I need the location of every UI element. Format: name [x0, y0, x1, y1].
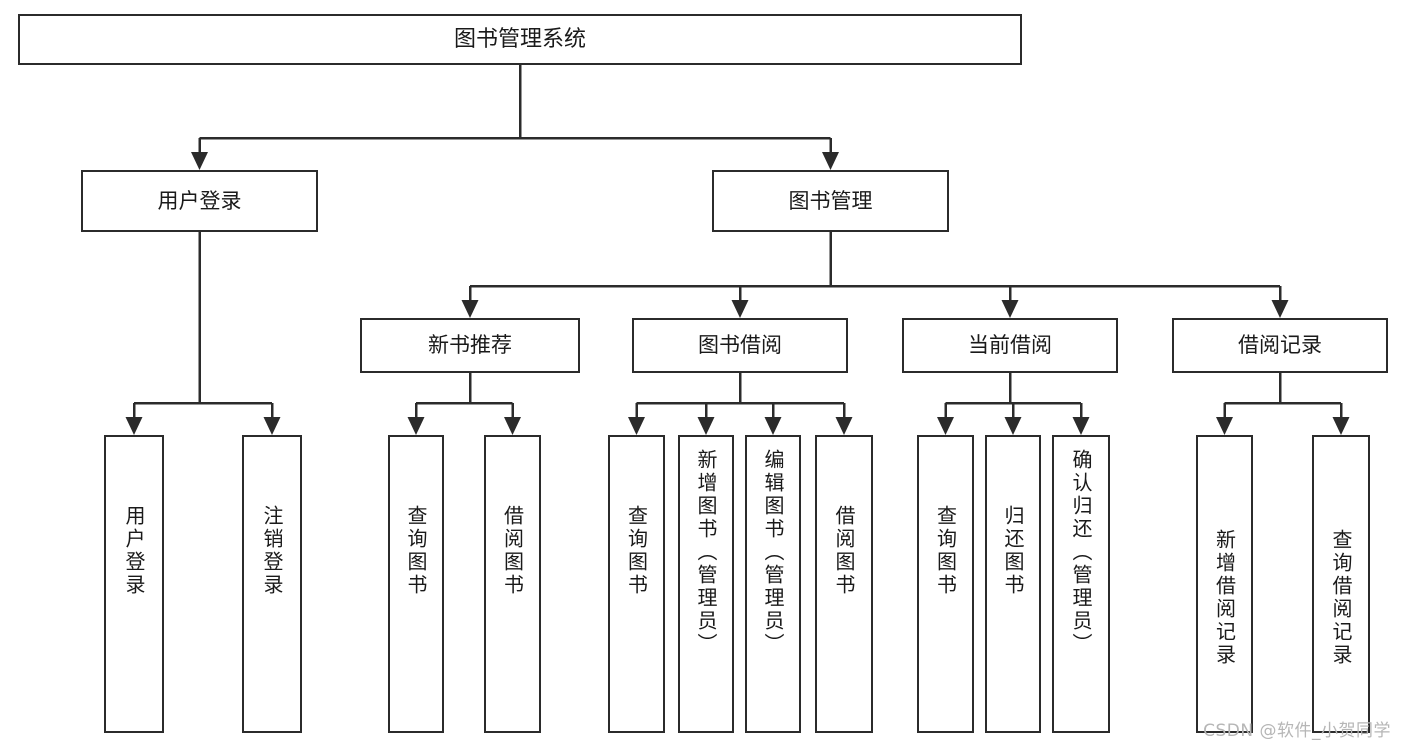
node-leaf-return-book[interactable]: 归还图书	[985, 435, 1041, 733]
node-label-leaf-borrow-book: 借阅图书	[832, 505, 856, 597]
node-leaf-user-login[interactable]: 用户登录	[104, 435, 164, 733]
node-book-borrow[interactable]: 图书借阅	[632, 318, 848, 373]
arrowhead-icon	[822, 152, 839, 170]
node-leaf-add-borrow-record[interactable]: 新增借阅记录	[1196, 435, 1253, 733]
node-label-root: 图书管理系统	[453, 26, 586, 52]
node-leaf-rec-borrow-book[interactable]: 借阅图书	[484, 435, 541, 733]
node-leaf-edit-book-admin[interactable]: 编辑图书（管理员）	[745, 435, 801, 733]
arrowhead-icon	[937, 417, 954, 435]
node-label-book-borrow: 图书借阅	[698, 333, 782, 358]
arrowhead-icon	[628, 417, 645, 435]
node-label-leaf-confirm-return-admin: 确认归还（管理员）	[1069, 449, 1093, 656]
node-label-leaf-user-logout: 注销登录	[260, 505, 284, 597]
arrowhead-icon	[263, 417, 281, 435]
arrowhead-icon	[835, 417, 853, 435]
node-label-book-manage: 图书管理	[788, 188, 873, 213]
node-user-login[interactable]: 用户登录	[81, 170, 318, 232]
node-label-current-borrow: 当前借阅	[968, 333, 1052, 358]
arrowhead-icon	[407, 417, 425, 435]
node-label-leaf-user-login: 用户登录	[122, 505, 146, 597]
node-leaf-query-borrow-record[interactable]: 查询借阅记录	[1312, 435, 1370, 733]
node-leaf-user-logout[interactable]: 注销登录	[242, 435, 302, 733]
node-label-borrow-record: 借阅记录	[1238, 333, 1322, 358]
node-label-leaf-add-borrow-record: 新增借阅记录	[1212, 529, 1237, 667]
node-label-leaf-return-book: 归还图书	[1001, 505, 1025, 597]
node-leaf-rec-query-book[interactable]: 查询图书	[388, 435, 444, 733]
arrowhead-icon	[1332, 417, 1350, 435]
arrowhead-icon	[1072, 417, 1090, 435]
arrowhead-icon	[461, 300, 479, 318]
node-label-leaf-edit-book-admin: 编辑图书（管理员）	[761, 449, 785, 656]
arrowhead-icon	[764, 417, 782, 435]
node-leaf-cur-query-book[interactable]: 查询图书	[917, 435, 974, 733]
node-leaf-confirm-return-admin[interactable]: 确认归还（管理员）	[1052, 435, 1110, 733]
node-label-leaf-rec-borrow-book: 借阅图书	[500, 505, 525, 597]
node-label-leaf-borrow-query-book: 查询图书	[624, 505, 649, 597]
node-root[interactable]: 图书管理系统	[18, 14, 1022, 65]
node-leaf-borrow-book[interactable]: 借阅图书	[815, 435, 873, 733]
arrowhead-icon	[125, 417, 143, 435]
node-label-leaf-rec-query-book: 查询图书	[404, 505, 428, 597]
arrowhead-icon	[504, 417, 521, 435]
node-new-book-rec[interactable]: 新书推荐	[360, 318, 580, 373]
node-book-manage[interactable]: 图书管理	[712, 170, 949, 232]
arrowhead-icon	[1004, 417, 1022, 435]
arrowhead-icon	[191, 152, 208, 170]
node-label-new-book-rec: 新书推荐	[428, 333, 512, 358]
arrowhead-icon	[1001, 300, 1019, 318]
arrowhead-icon	[1271, 300, 1289, 318]
node-leaf-add-book-admin[interactable]: 新增图书（管理员）	[678, 435, 734, 733]
node-label-user-login: 用户登录	[157, 188, 242, 213]
node-label-leaf-cur-query-book: 查询图书	[933, 505, 958, 597]
node-label-leaf-add-book-admin: 新增图书（管理员）	[694, 449, 718, 656]
node-leaf-borrow-query-book[interactable]: 查询图书	[608, 435, 665, 733]
node-current-borrow[interactable]: 当前借阅	[902, 318, 1118, 373]
arrowhead-icon	[731, 300, 749, 318]
arrowhead-icon	[1216, 417, 1233, 435]
node-borrow-record[interactable]: 借阅记录	[1172, 318, 1388, 373]
arrowhead-icon	[697, 417, 715, 435]
node-label-leaf-query-borrow-record: 查询借阅记录	[1329, 529, 1353, 667]
